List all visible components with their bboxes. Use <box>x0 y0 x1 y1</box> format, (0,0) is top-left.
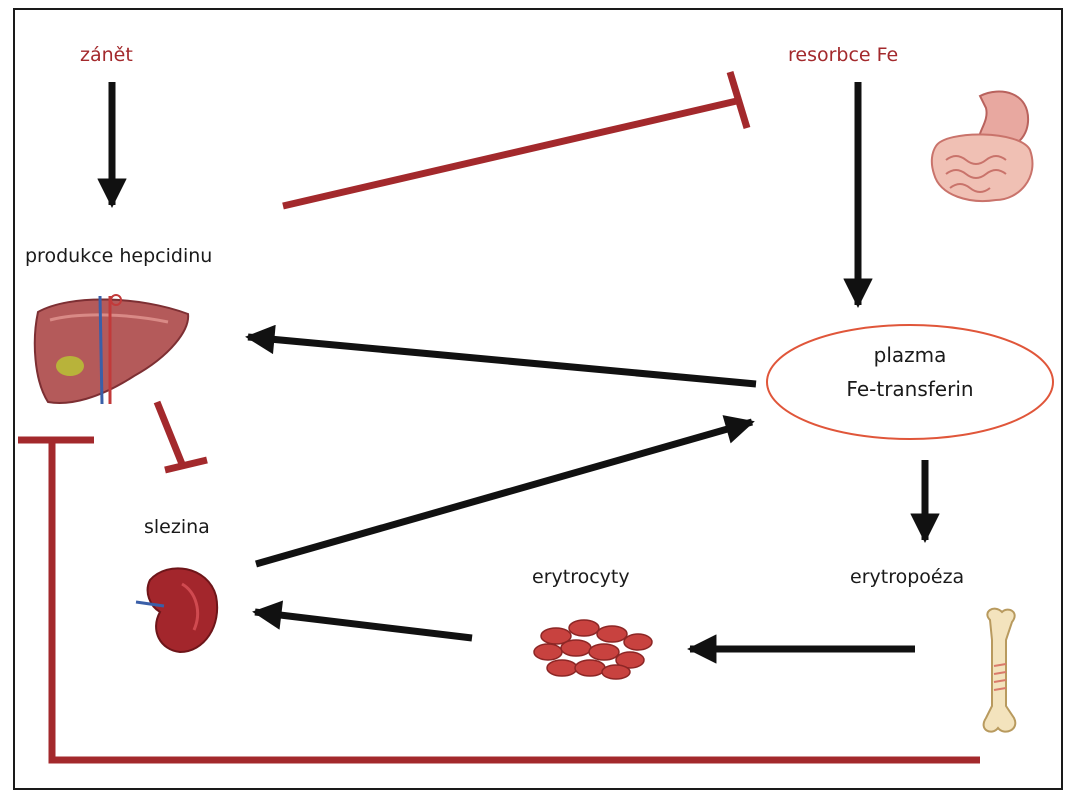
label-erytropoeza: erytropoéza <box>850 566 965 588</box>
inhibit-hepcidin-to-resorbce <box>282 70 751 210</box>
inhibit-erythropoiesis-to-hepcidin <box>18 436 980 764</box>
liver-icon <box>33 294 190 405</box>
label-zanet: zánět <box>80 44 133 66</box>
stomach-intestine-icon <box>930 90 1034 202</box>
arrow-spleen-to-plasma <box>255 415 755 568</box>
spleen-icon <box>135 567 219 654</box>
label-plasma: plazma Fe-transferin <box>790 338 1030 406</box>
arrow-plasma-to-hepcidin <box>245 324 757 388</box>
bone-icon <box>982 607 1017 733</box>
label-slezina: slezina <box>144 516 210 538</box>
inhibit-hepcidin-to-spleen <box>153 400 208 474</box>
label-resorbce-fe: resorbce Fe <box>788 44 899 66</box>
label-fe-transferin: Fe-transferin <box>846 377 974 401</box>
label-produkce-hepcidinu: produkce hepcidinu <box>25 245 213 267</box>
arrow-erythrocytes-to-spleen <box>252 600 473 642</box>
label-erytrocyty: erytrocyty <box>532 566 630 588</box>
plasma-ellipse <box>766 324 1054 440</box>
label-plazma: plazma <box>873 343 947 367</box>
red-blood-cells-icon <box>533 619 653 680</box>
